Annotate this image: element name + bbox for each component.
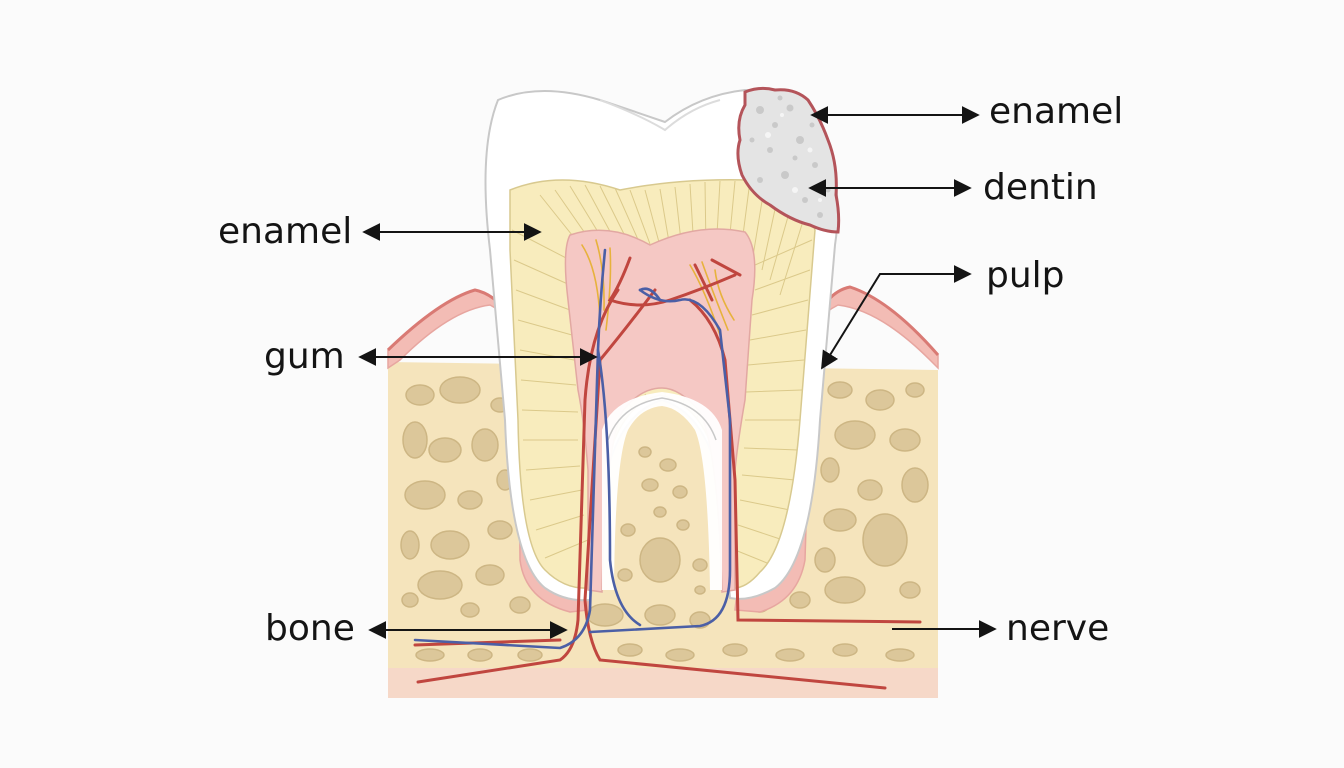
bone [388, 362, 938, 698]
label-dentin: dentin [983, 167, 1098, 208]
label-nerve: nerve [1006, 608, 1110, 649]
vessels-and-nerves [413, 239, 922, 690]
arrow-pulp [821, 265, 972, 370]
label-gum: gum [264, 336, 345, 377]
vein [413, 248, 732, 650]
artery [413, 256, 922, 690]
bone-pores [400, 376, 929, 662]
label-enamel-right: enamel [989, 91, 1124, 132]
label-bone: bone [265, 608, 355, 649]
label-enamel-left: enamel [218, 211, 353, 252]
label-pulp: pulp [986, 255, 1065, 296]
leader-arrows [358, 106, 997, 639]
